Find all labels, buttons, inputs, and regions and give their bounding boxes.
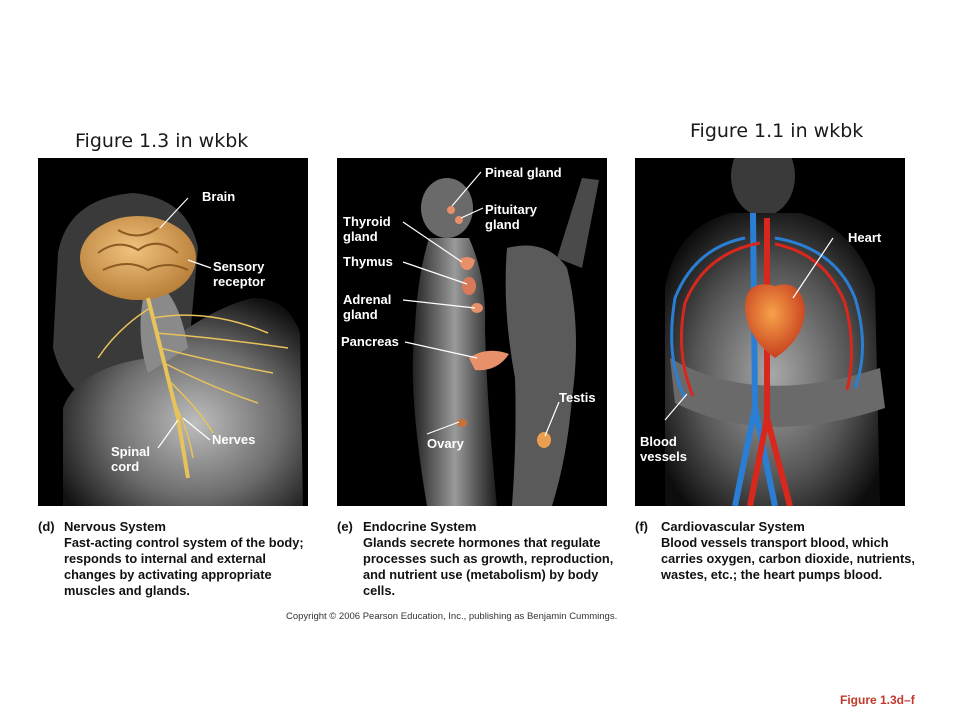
label-adrenal-line2: gland <box>343 307 378 322</box>
testis-shape <box>537 432 551 448</box>
brain-shape <box>80 216 196 300</box>
label-sensory-receptor: Sensory receptor <box>213 259 265 289</box>
label-blood-vessels: Blood vessels <box>640 434 687 464</box>
figure-reference: Figure 1.3d–f <box>840 693 915 707</box>
label-nerves: Nerves <box>212 432 256 447</box>
pancreas-shape <box>469 350 509 371</box>
nervous-system-image <box>38 158 308 506</box>
label-sensory-line2: receptor <box>213 274 266 289</box>
label-thymus: Thymus <box>343 254 393 269</box>
label-pituitary-gland: Pituitary gland <box>485 202 537 232</box>
endocrine-system-illustration: Pineal gland Pituitary gland Thyroid gla… <box>337 158 607 506</box>
label-spinal-cord: Spinal cord <box>111 444 150 474</box>
label-pituitary-line1: Pituitary <box>485 202 538 217</box>
label-spinal-line2: cord <box>111 459 140 474</box>
label-testis: Testis <box>559 390 596 405</box>
label-thyroid-line1: Thyroid <box>343 214 391 229</box>
pineal-gland-shape <box>447 206 455 214</box>
label-thyroid-gland: Thyroid gland <box>343 214 391 244</box>
thyroid-gland-shape <box>459 257 475 270</box>
caption-description: Fast-acting control system of the body; … <box>64 535 304 598</box>
adrenal-gland-shape <box>471 303 483 313</box>
caption-description: Glands secrete hormones that regulate pr… <box>363 535 614 598</box>
nervous-system-illustration: Brain Sensory receptor Spinal cord Nerve… <box>38 158 308 506</box>
label-ovary: Ovary <box>427 436 464 451</box>
label-adrenal-gland: Adrenal gland <box>343 292 391 322</box>
ovary-shape <box>457 419 467 427</box>
caption-title: Cardiovascular System <box>661 519 805 534</box>
caption-description: Blood vessels transport blood, which car… <box>661 535 915 582</box>
copyright-notice: Copyright © 2006 Pearson Education, Inc.… <box>286 611 618 622</box>
caption-letter: (e) <box>337 519 353 534</box>
cardiovascular-system-image <box>635 158 905 506</box>
label-thyroid-line2: gland <box>343 229 378 244</box>
label-blood-vessels-line2: vessels <box>640 449 687 464</box>
endocrine-system-image <box>337 158 607 506</box>
label-pineal-gland: Pineal gland <box>485 165 562 180</box>
cardiovascular-system-illustration: Heart Blood vessels <box>635 158 905 506</box>
figure-note-right: Figure 1.1 in wkbk <box>690 120 864 142</box>
label-pancreas: Pancreas <box>341 334 399 349</box>
caption-title: Endocrine System <box>363 519 477 534</box>
figure-note-left: Figure 1.3 in wkbk <box>75 130 249 152</box>
caption-title: Nervous System <box>64 519 166 534</box>
caption-letter: (f) <box>635 519 648 534</box>
label-heart: Heart <box>848 230 882 245</box>
heart-shape <box>745 284 805 358</box>
label-spinal-line1: Spinal <box>111 444 151 459</box>
label-pituitary-line2: gland <box>485 217 520 232</box>
label-brain: Brain <box>202 189 236 204</box>
caption-letter: (d) <box>38 519 55 534</box>
label-blood-vessels-line1: Blood <box>640 434 677 449</box>
label-sensory-line1: Sensory <box>213 259 265 274</box>
thymus-shape <box>462 277 476 295</box>
label-adrenal-line1: Adrenal <box>343 292 392 307</box>
